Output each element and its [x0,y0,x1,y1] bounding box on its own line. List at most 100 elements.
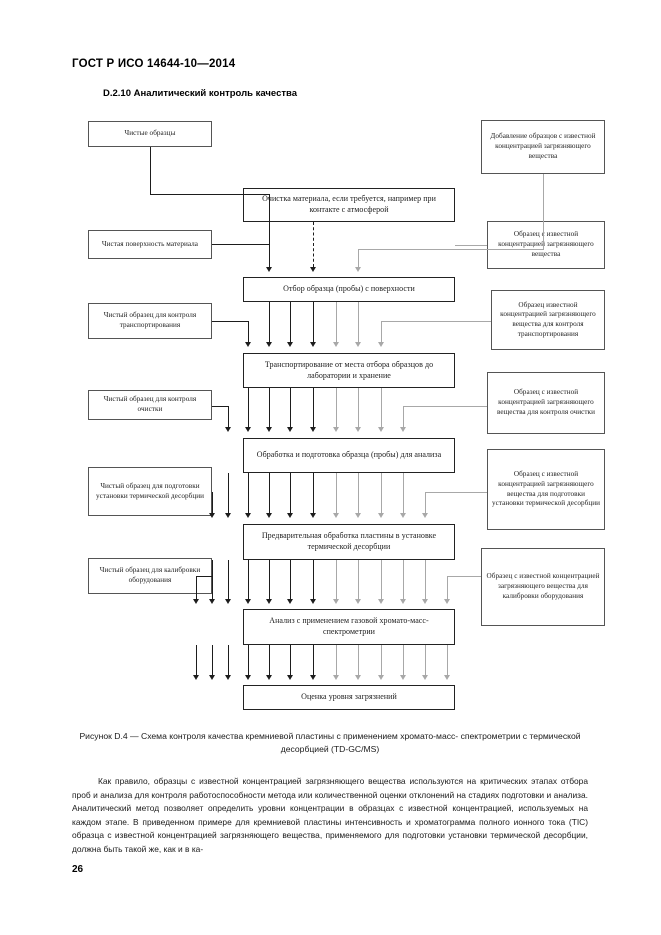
arrowhead-clean-transport [244,342,251,347]
bundle2-v2 [269,388,270,429]
node-label: Транспортирование от места отбора образц… [264,359,434,380]
arrowhead-spiked-cleaning [399,427,406,432]
bundle4-v8 [358,560,359,600]
flowchart-diagram: Чистые образцы Чистая поверхность матери… [0,110,661,725]
bundle3-v9 [403,473,404,514]
bundle4-a9 [377,599,384,604]
node-clean-td-prep: Чистый образец для подготовки установки … [88,467,212,516]
connector-spiked-addition-left [358,249,543,250]
bundle3-a7 [354,513,361,518]
bundle5-a13 [443,675,450,680]
bundle2-v7 [381,388,382,429]
bundle2-a3 [286,427,293,432]
bundle1-v2 [290,302,291,343]
connector-spiked-tdprep-left [425,492,487,493]
connector-clean-samples-right [150,194,269,195]
bundle2-v4 [313,388,314,429]
bundle2-v5 [336,388,337,429]
bundle4-v10 [403,560,404,600]
bundle4-v6 [313,560,314,600]
bundle2-a1 [244,427,251,432]
node-label: Оценка уровня загрязнений [301,692,397,702]
bundle5-v2 [212,645,213,676]
node-label: Чистая поверхность материала [101,239,199,248]
bundle2-v3 [290,388,291,429]
bundle4-a3 [244,599,251,604]
bundle4-a1 [208,599,215,604]
arrowhead-spiked-calibration [443,599,450,604]
connector-clean-samples-down [150,147,151,195]
bundle5-a8 [332,675,339,680]
bundle4-a2 [224,599,231,604]
connector-spiked-transport-left [381,321,491,322]
bundle5-v9 [358,645,359,676]
bundle4-a4 [265,599,272,604]
connector-spiked-tdprep-down [425,492,426,514]
node-label: Чистый образец для контроля транспортиро… [103,311,197,329]
figure-caption: Рисунок D.4 — Схема контроля качества кр… [72,730,588,756]
connector-dashed-cleaning [313,222,314,267]
bundle1-v3 [313,302,314,343]
bundle4-a11 [421,599,428,604]
bundle4-v2 [228,560,229,600]
bundle1-a4 [332,342,339,347]
connector-spiked-calibration-down [447,576,448,600]
bundle4-v9 [381,560,382,600]
node-label: Образец с известной концентрацией загряз… [497,388,595,416]
arrowhead-clean-samples [265,267,272,272]
bundle5-a11 [399,675,406,680]
body-text: Как правило, образцы с известной концент… [72,775,588,857]
bundle3-v1 [228,473,229,514]
bundle2-a5 [332,427,339,432]
node-label: Очистка материала, если требуется, напри… [262,194,436,214]
node-material-cleaning: Очистка материала, если требуется, напри… [243,188,455,222]
bundle5-v3 [228,645,229,676]
bundle3-a3 [265,513,272,518]
node-spiked-td-prep: Образец с известной концентрацией загряз… [487,449,605,530]
bundle1-a2 [286,342,293,347]
bundle4-a8 [354,599,361,604]
node-clean-transport-control: Чистый образец для контроля транспортиро… [88,303,212,339]
node-label: Образец с известной концентрацией загряз… [498,230,594,258]
bundle5-a5 [265,675,272,680]
bundle4-a6 [309,599,316,604]
bundle4-v11 [425,560,426,600]
bundle2-v1 [248,388,249,429]
bundle3-a2 [244,513,251,518]
bundle1-v1 [269,302,270,343]
section-title: D.2.10 Аналитический контроль качества [103,88,298,99]
node-label: Образец с известной концентрацией загряз… [486,572,600,600]
bundle1-a1 [265,342,272,347]
bundle5-a3 [224,675,231,680]
bundle5-a9 [354,675,361,680]
connector-clean-transport-right [212,321,249,322]
bundle1-a3 [309,342,316,347]
bundle5-v5 [269,645,270,676]
connector-clean-calibration-down [196,576,197,600]
bundle3-v4 [290,473,291,514]
node-clean-samples: Чистые образцы [88,121,212,147]
node-label: Предварительная обработка пластины в уст… [261,531,437,551]
node-contamination-assessment: Оценка уровня загрязнений [243,685,455,710]
node-spiked-addition: Добавление образцов с известной концентр… [481,120,605,174]
arrowhead-spiked-addition [354,267,361,272]
node-surface-sampling: Отбор образца (пробы) с поверхности [243,277,455,302]
bundle5-v4 [248,645,249,676]
node-spiked-transport: Образец известной концентрацией загрязня… [491,290,605,350]
bundle3-v7 [358,473,359,514]
bundle3-a8 [377,513,384,518]
bundle3-a4 [286,513,293,518]
bundle2-v6 [358,388,359,429]
bundle3-a1 [224,513,231,518]
node-sample-preparation: Обработка и подготовка образца (пробы) д… [243,438,455,473]
bundle3-a6 [332,513,339,518]
node-spiked-calibration: Образец с известной концентрацией загряз… [481,548,605,626]
bundle5-a6 [286,675,293,680]
bundle2-a7 [377,427,384,432]
connector-spiked-transport-down [381,321,382,343]
bundle1-v4 [336,302,337,343]
connector-clean-samples-to-arrow [269,194,270,267]
node-spiked-known: Образец с известной концентрацией загряз… [487,221,605,269]
bundle4-v5 [290,560,291,600]
